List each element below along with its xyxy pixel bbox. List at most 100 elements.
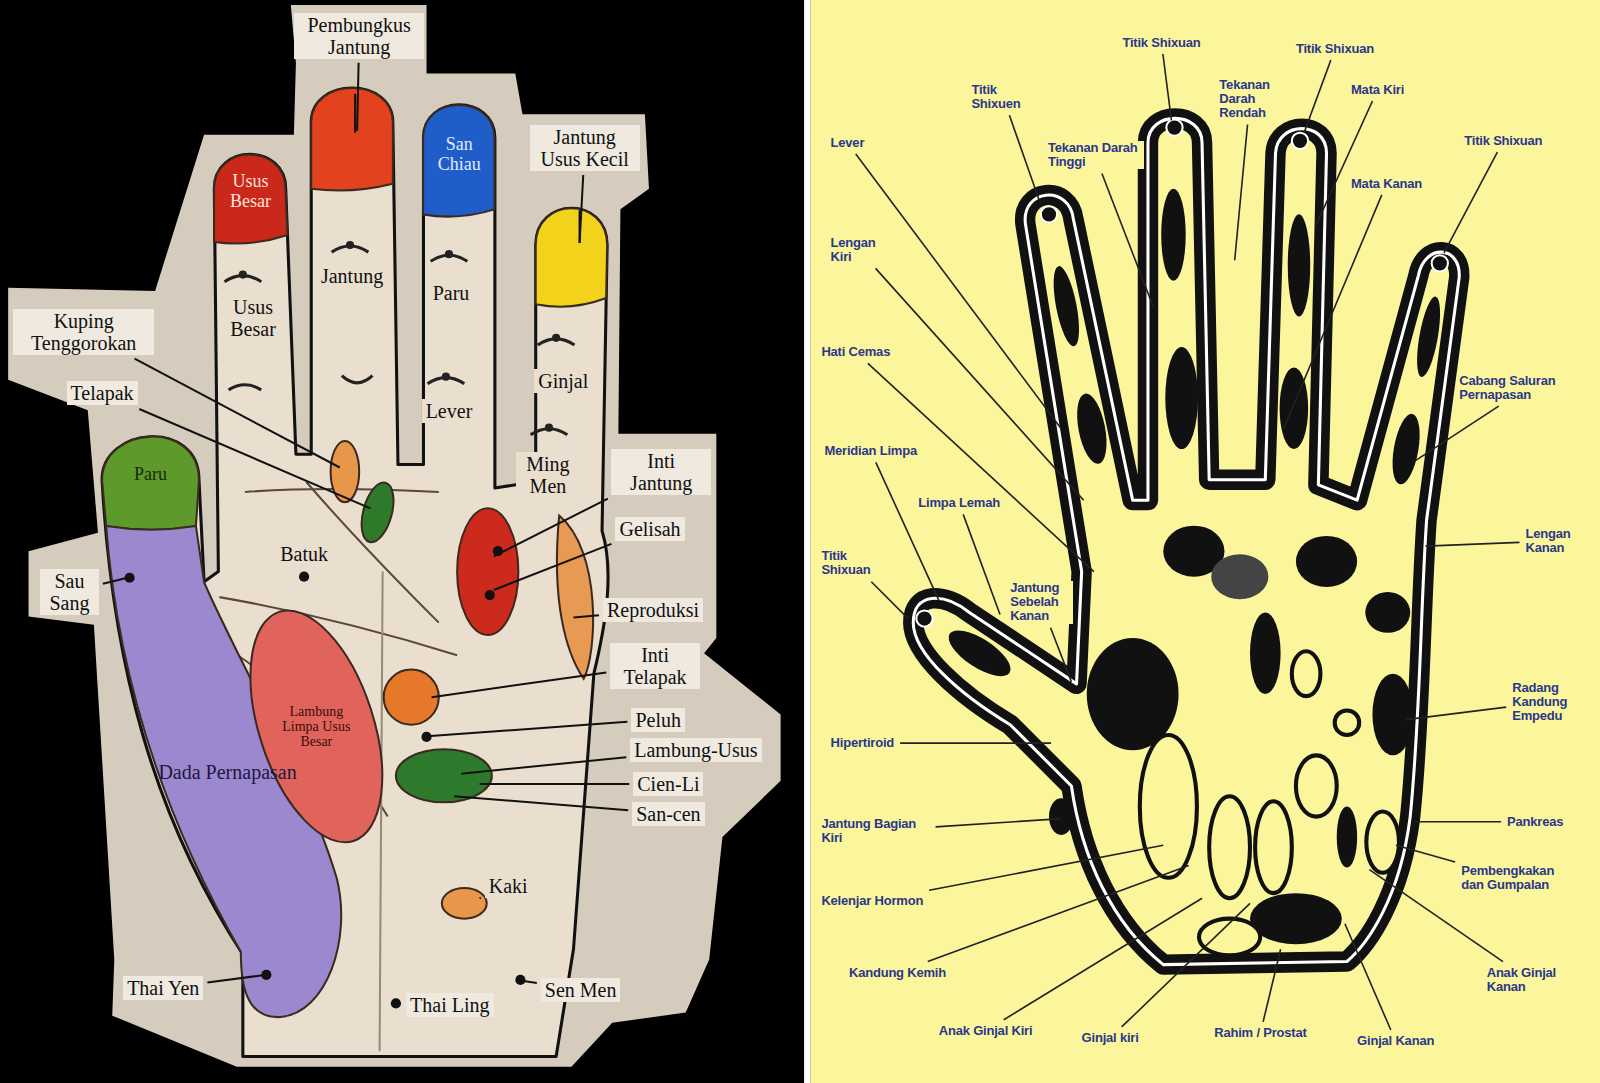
zone-name: San Chiau — [431, 135, 488, 175]
reflex-ring — [1255, 801, 1292, 893]
leader-line — [929, 845, 1163, 890]
tip-point — [1432, 255, 1448, 271]
leader-line — [494, 544, 612, 590]
point-label: Radang Kandung Empedu — [1510, 681, 1579, 724]
point-label: Cabang Saluran Pernapasan — [1457, 374, 1596, 403]
leader-line — [871, 582, 908, 619]
acupoint-dot — [299, 572, 309, 582]
reflex-blob — [1161, 189, 1185, 281]
zone-label: Inti Telapak — [610, 643, 700, 689]
point-label: Meridian Limpa — [822, 444, 919, 458]
point-label: Tekanan Darah Tinggi — [1046, 141, 1144, 170]
reflex-zone — [356, 479, 399, 546]
tip-point — [1166, 119, 1182, 135]
leader-line — [480, 783, 630, 785]
leader-line — [454, 796, 628, 810]
point-label: Ginjal Kanan — [1355, 1034, 1436, 1048]
acupoint-dot — [485, 590, 495, 600]
crease-dot — [346, 241, 354, 249]
zone-label: Usus Besar — [218, 295, 287, 341]
zone-label: Kaki — [485, 874, 532, 898]
reflex-blob — [1165, 347, 1198, 449]
leader-line — [1163, 54, 1172, 120]
point-label: Titik Shixuan — [819, 549, 886, 578]
reflex-blob — [1288, 214, 1310, 316]
leader-line — [1051, 628, 1072, 682]
zone-shape — [102, 436, 199, 529]
zone-shape — [423, 105, 494, 217]
leader-line — [1122, 903, 1250, 1027]
hand-outline — [102, 88, 608, 1056]
acupoint-dot — [391, 998, 401, 1008]
reflex-blob — [1372, 674, 1413, 756]
leader-line — [868, 363, 1094, 571]
paper-backdrop — [8, 5, 780, 1067]
point-label: Anak Ginjal Kiri — [937, 1024, 1035, 1038]
leader-line — [1414, 406, 1498, 461]
paper-backdrop — [8, 5, 780, 1067]
leader-line — [1444, 152, 1498, 253]
reflex-ring — [1366, 811, 1399, 872]
zone-label: Gelisah — [615, 517, 684, 541]
point-label: Mata Kanan — [1349, 177, 1424, 191]
leader-line — [523, 981, 536, 983]
point-label: Titik Shixuan — [1120, 36, 1202, 50]
leader-line — [1396, 845, 1455, 862]
zone-label: San-cen — [632, 802, 704, 826]
reflex-blob — [1211, 554, 1268, 599]
point-label: Anak Ginjal Kanan — [1485, 966, 1575, 995]
reflex-blob — [1250, 612, 1281, 694]
point-label: Limpa Lemah — [916, 496, 1002, 510]
point-label: Rahim / Prostat — [1212, 1026, 1308, 1040]
zone-label: Sen Men — [541, 978, 621, 1002]
zone-name: Usus Besar — [220, 172, 281, 212]
leader-line — [1004, 898, 1202, 1020]
zone-label: Lambung-Usus — [630, 738, 761, 762]
reflex-ring — [1335, 710, 1359, 734]
reflex-ring — [1209, 796, 1250, 898]
reflex-ring — [1292, 651, 1321, 696]
point-label: Pankreas — [1505, 815, 1565, 829]
zone-label: Ming Men — [516, 452, 580, 498]
reflex-zone — [384, 670, 439, 725]
zone-name: Paru — [134, 465, 167, 485]
leader-line — [1284, 195, 1382, 429]
zone-label: Pembungkus Jantung — [294, 13, 424, 59]
finger-tip — [354, 94, 356, 133]
zone-label: Paru — [429, 281, 474, 305]
hand-outline — [913, 118, 1459, 964]
leader-line — [1304, 60, 1331, 133]
leader-line — [963, 514, 1000, 614]
leader-line — [1009, 115, 1038, 199]
acupoint-dot — [421, 732, 431, 742]
zone-shape — [225, 595, 408, 859]
reflex-ring — [1199, 919, 1260, 956]
leader-line — [1345, 924, 1391, 1030]
reflex-blob — [942, 189, 1445, 944]
finger-tip — [311, 88, 393, 190]
reflex-blob — [1365, 592, 1410, 633]
point-label: Mata Kiri — [1349, 83, 1406, 97]
zone-label: Cien-Li — [633, 772, 703, 796]
zone-label: Sau Sang — [40, 569, 99, 615]
leader-line — [431, 722, 628, 736]
tip-point — [916, 610, 932, 626]
reflex-blob — [1296, 536, 1357, 587]
zone-label: Ginjal — [534, 369, 592, 393]
leader-line — [1263, 949, 1280, 1022]
zone-label: Kuping Tenggorokan — [13, 309, 154, 355]
tip-point — [1041, 206, 1057, 222]
palm-line — [380, 572, 383, 1052]
leader-line — [580, 175, 584, 243]
leader-line — [1235, 124, 1248, 260]
zone-name: Lambung Limpa Usus Besar — [281, 704, 352, 750]
reflex-zone — [396, 749, 492, 802]
reflex-blob — [1250, 893, 1342, 944]
finger-tip — [311, 88, 607, 307]
leader-line — [1414, 821, 1501, 823]
zone-label: Thai Yen — [123, 976, 203, 1000]
crease-dot — [239, 270, 247, 278]
